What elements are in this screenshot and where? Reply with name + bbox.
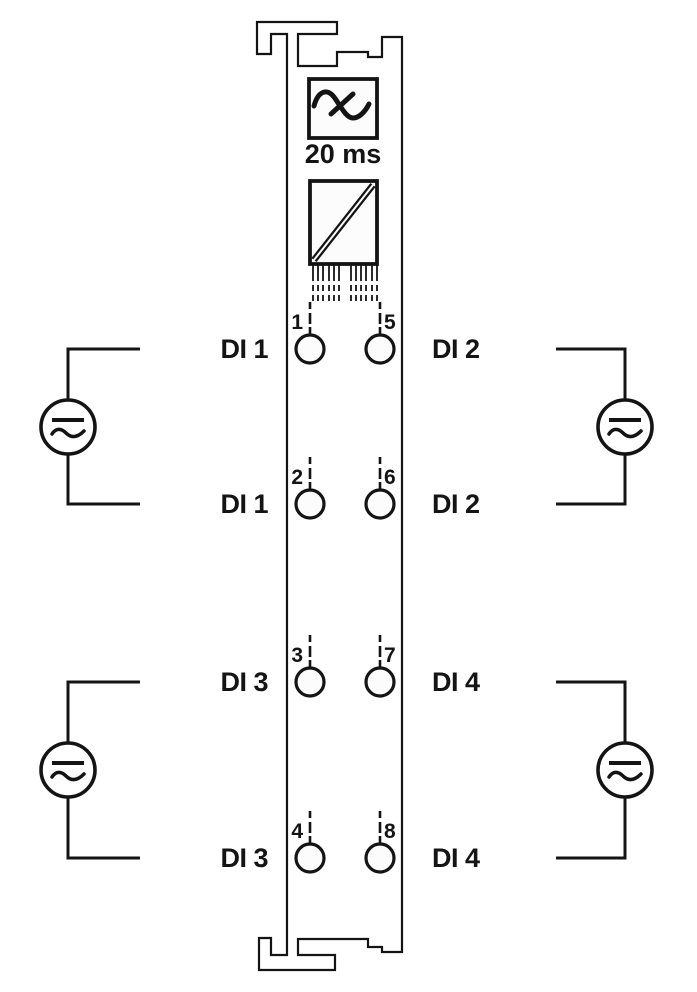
ac-dc-source-icon xyxy=(607,418,643,439)
terminal-number-7: 7 xyxy=(384,644,396,667)
terminal-circle-3 xyxy=(294,666,326,698)
terminal-number-6: 6 xyxy=(384,466,396,489)
source-circle xyxy=(596,398,654,456)
channel-label-di3-b: DI 3 xyxy=(220,843,268,873)
terminal-row-4: DI 3 4 8 DI 4 xyxy=(220,811,481,874)
channel-label-di4-a: DI 4 xyxy=(432,667,480,697)
terminal-circle-8 xyxy=(364,842,396,874)
channel-label-di4-b: DI 4 xyxy=(432,843,480,873)
terminal-number-5: 5 xyxy=(384,311,396,334)
terminal-row-3: DI 3 3 7 DI 4 xyxy=(220,635,481,698)
ac-dc-source-bottom-left xyxy=(39,680,140,860)
galvanic-isolation-diagonal-icon xyxy=(311,182,376,263)
channel-label-di1-a: DI 1 xyxy=(220,334,268,364)
ac-dc-source-icon xyxy=(50,761,86,782)
channel-label-di1-b: DI 1 xyxy=(220,489,268,519)
terminal-circle-6 xyxy=(364,488,396,520)
terminal-circle-1 xyxy=(294,333,326,365)
ac-dc-source-icon xyxy=(50,418,86,439)
terminal-number-2: 2 xyxy=(291,466,303,489)
terminal-number-8: 8 xyxy=(384,820,396,843)
terminal-circle-5 xyxy=(364,333,396,365)
terminal-number-3: 3 xyxy=(291,644,303,667)
wire-bundle-left xyxy=(312,265,340,301)
terminal-circle-2 xyxy=(294,488,326,520)
wire-bundle-right xyxy=(350,265,378,301)
terminal-circle-7 xyxy=(364,666,396,698)
internal-bus-wires xyxy=(312,265,378,301)
source-wire xyxy=(66,347,140,506)
ac-dc-source-bottom-right xyxy=(556,680,654,860)
source-circle xyxy=(39,741,97,799)
isolation-box xyxy=(308,179,379,266)
ac-dc-source-top-left xyxy=(39,347,140,506)
ac-dc-source-icon xyxy=(607,761,643,782)
terminal-row-1: DI 1 1 5 DI 2 xyxy=(220,302,480,365)
terminal-number-4: 4 xyxy=(291,820,303,843)
source-circle xyxy=(39,398,97,456)
source-wire xyxy=(556,680,627,860)
source-wire xyxy=(556,347,627,506)
ac-dc-source-top-right xyxy=(556,347,654,506)
filter-box xyxy=(307,77,379,140)
module-body xyxy=(255,20,404,972)
channel-label-di2-a: DI 2 xyxy=(432,334,480,364)
channel-label-di2-b: DI 2 xyxy=(432,489,480,519)
crossed-sine-filter-icon xyxy=(311,89,372,121)
source-circle xyxy=(596,741,654,799)
source-wire xyxy=(66,680,140,860)
filter-time-label: 20 ms xyxy=(305,139,382,169)
terminal-row-2: DI 1 2 6 DI 2 xyxy=(220,457,480,520)
channel-label-di3-a: DI 3 xyxy=(220,667,268,697)
terminal-circle-4 xyxy=(294,842,326,874)
terminal-number-1: 1 xyxy=(291,311,303,334)
